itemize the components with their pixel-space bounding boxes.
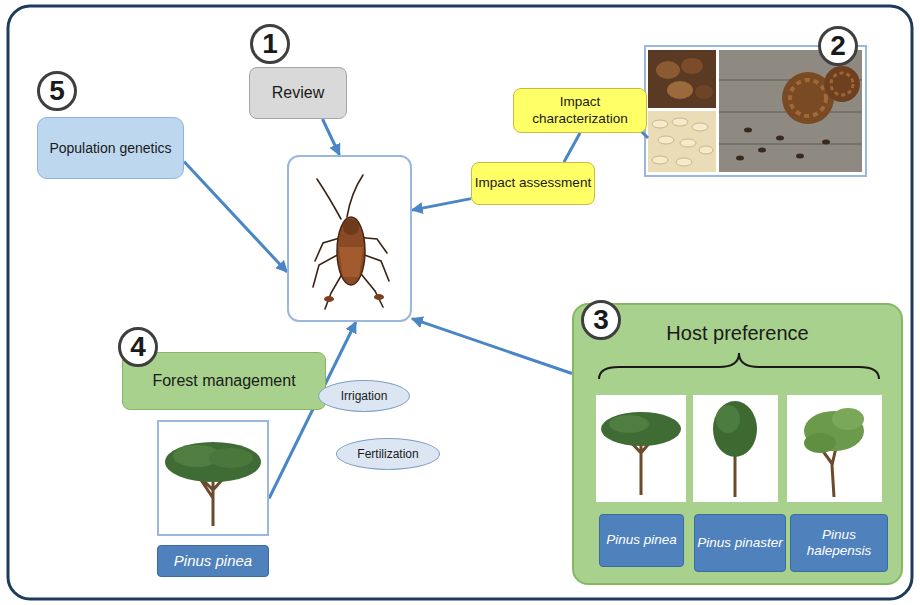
callout-number: 4 <box>118 327 158 367</box>
insect-photo-box <box>287 155 412 322</box>
topic-box: Population genetics <box>37 117 184 179</box>
connector-arrow <box>323 119 340 155</box>
node-text: Population genetics <box>49 140 171 157</box>
node-text: Impact characterization <box>514 94 646 126</box>
species-label: Pinus pinaster <box>694 514 786 572</box>
callout-number: 5 <box>37 71 77 111</box>
topic-box: Forest management <box>122 352 326 410</box>
impact-box: Impact characterization <box>513 88 647 133</box>
node-text: Irrigation <box>341 389 388 403</box>
node-text: Review <box>272 83 324 102</box>
node-text: Forest management <box>152 371 295 390</box>
process-box: Review <box>249 67 347 119</box>
callout-number: 1 <box>250 24 290 64</box>
tree-figure: Pinus pinea <box>157 420 269 577</box>
stone-pine-illustration <box>157 420 269 537</box>
node-text: Pinus halepensis <box>791 527 887 559</box>
panel-heading: Host preference <box>574 321 901 345</box>
node-text: Pinus pinea <box>606 532 677 548</box>
connector-arrow <box>412 199 471 211</box>
connector-arrow <box>412 319 572 374</box>
node-text: Pinus pinaster <box>697 535 783 551</box>
host-panel: Host preferencePinus pinea Pinus pinaster… <box>572 303 903 585</box>
factor-ellipse: Fertilization <box>336 438 440 470</box>
outer-frame <box>8 6 912 599</box>
node-text: Impact assessment <box>475 175 591 191</box>
callout-number: 3 <box>581 300 621 340</box>
connector-arrow <box>564 133 580 162</box>
node-text: Fertilization <box>357 447 418 461</box>
species-label: Pinus pinea <box>599 514 684 567</box>
connector-arrow <box>184 162 287 272</box>
impact-box: Impact assessment <box>471 162 595 205</box>
callout-number: 2 <box>818 26 858 66</box>
species-label: Pinus halepensis <box>790 514 888 572</box>
species-label: Pinus pinea <box>157 545 269 577</box>
factor-ellipse: Irrigation <box>318 380 410 412</box>
bug-illustration <box>289 157 414 324</box>
